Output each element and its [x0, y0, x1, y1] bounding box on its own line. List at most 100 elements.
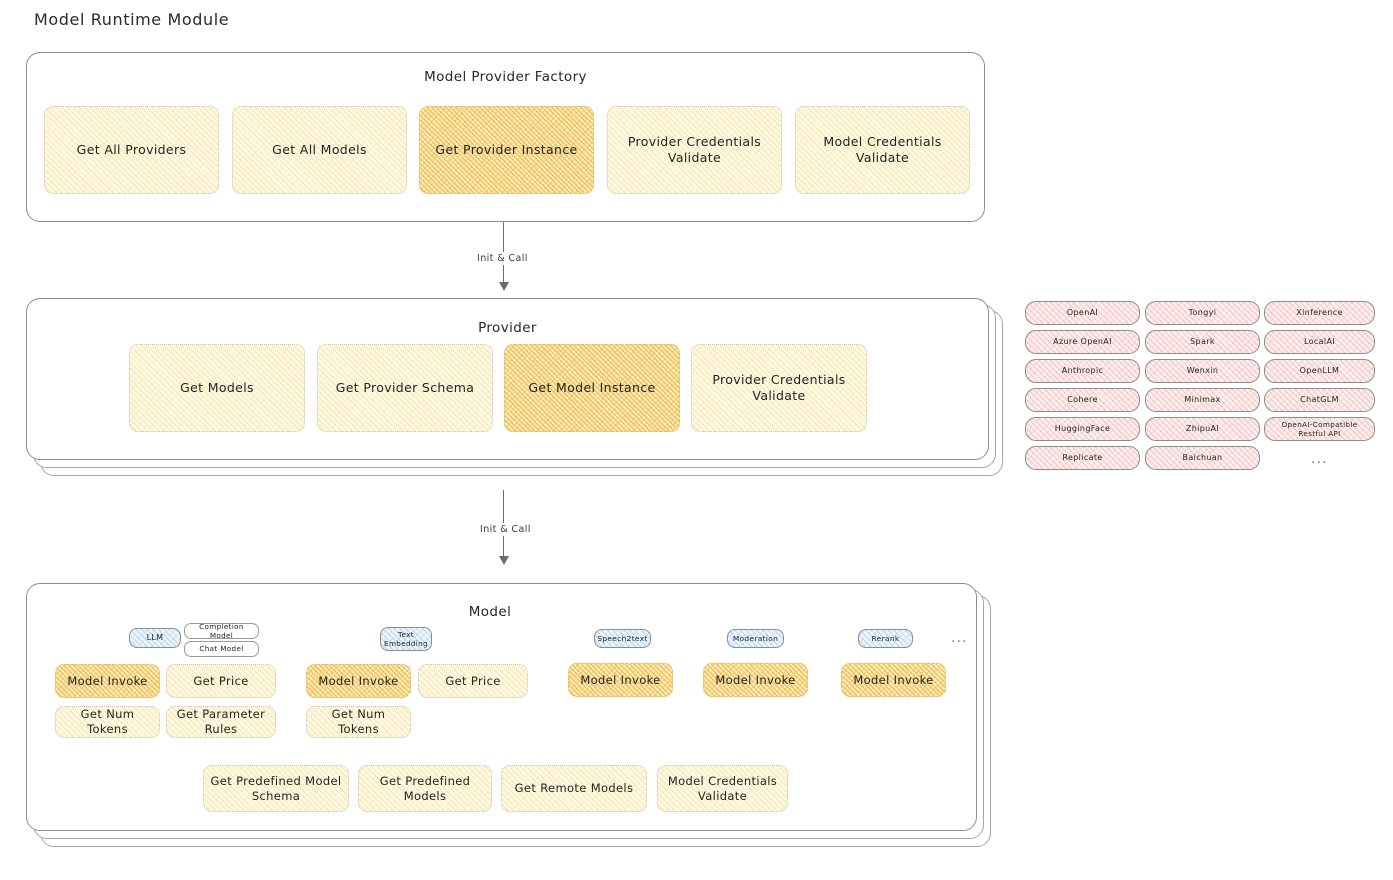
provider-node-get-model-instance[interactable]: Get Model Instance [504, 344, 680, 432]
provider-chip-label: HuggingFace [1054, 423, 1111, 433]
provider-chip-anthropic[interactable]: Anthropic [1025, 359, 1140, 383]
provider-chip-openai[interactable]: OpenAI [1025, 301, 1140, 325]
model-node-speech2text-model-invoke[interactable]: Model Invoke [568, 663, 673, 697]
provider-chip-label: OpenAI [1066, 307, 1099, 317]
factory-node-get-all-models[interactable]: Get All Models [232, 106, 407, 194]
model-node-text-embedding-get-num-tokens[interactable]: Get Num Tokens [306, 706, 411, 738]
model-type-badge-llm[interactable]: LLM [129, 628, 181, 648]
provider-node-label: Get Model Instance [528, 380, 656, 395]
model-node-llm-get-num-tokens[interactable]: Get Num Tokens [55, 706, 160, 738]
provider-chip-wenxin[interactable]: Wenxin [1145, 359, 1260, 383]
model-node-label: Model Invoke [67, 673, 148, 688]
model-type-badge-text-embedding[interactable]: Text Embedding [380, 627, 432, 651]
arrow-factory-to-provider-head [499, 282, 509, 291]
model-node-llm-model-invoke[interactable]: Model Invoke [55, 664, 160, 698]
model-node-label: Model Invoke [715, 672, 796, 687]
model-node-llm-get-price[interactable]: Get Price [166, 664, 276, 698]
provider-list-more-ellipsis: ... [1311, 452, 1328, 467]
arrow-provider-to-model-label: Init & Call [476, 523, 535, 536]
provider-chip-tongyi[interactable]: Tongyi [1145, 301, 1260, 325]
provider-chip-label: Replicate [1062, 452, 1103, 462]
provider-chip-baichuan[interactable]: Baichuan [1145, 446, 1260, 470]
model-type-badge-label: LLM [146, 632, 164, 642]
provider-chip-label: ZhipuAI [1185, 423, 1220, 433]
page-title: Model Runtime Module [34, 10, 230, 29]
model-node-label: Get Num Tokens [80, 707, 135, 736]
provider-node-label: Get Provider Schema [335, 380, 475, 395]
provider-chip-spark[interactable]: Spark [1145, 330, 1260, 354]
provider-chip-zhipuai[interactable]: ZhipuAI [1145, 417, 1260, 441]
provider-chip-label: Xinference [1296, 307, 1343, 317]
factory-node-get-all-providers[interactable]: Get All Providers [44, 106, 219, 194]
factory-node-label: Get Provider Instance [435, 142, 578, 157]
model-provider-factory-title: Model Provider Factory [424, 69, 587, 85]
factory-node-provider-credentials-validate[interactable]: Provider Credentials Validate [607, 106, 782, 194]
provider-chip-huggingface[interactable]: HuggingFace [1025, 417, 1140, 441]
provider-chip-label: Spark [1190, 336, 1215, 346]
provider-chip-azure-openai[interactable]: Azure OpenAI [1025, 330, 1140, 354]
model-node-label: Model Invoke [853, 672, 934, 687]
model-type-badge-label: Text Embedding [384, 629, 428, 648]
model-common-node-label: Get Remote Models [514, 781, 634, 796]
model-common-node-label: Get Predefined Model Schema [210, 773, 342, 803]
model-sub-badge-label: Completion Model [199, 621, 244, 640]
model-node-label: Get Price [445, 673, 501, 688]
provider-title: Provider [478, 320, 537, 336]
provider-chip-label: LocalAI [1303, 336, 1336, 346]
provider-chip-cohere[interactable]: Cohere [1025, 388, 1140, 412]
arrow-factory-to-provider-label: Init & Call [473, 252, 532, 265]
model-node-llm-get-parameter-rules[interactable]: Get Parameter Rules [166, 706, 276, 738]
model-common-node-get-remote-models[interactable]: Get Remote Models [501, 765, 647, 812]
model-node-label: Get Price [193, 673, 249, 688]
provider-node-label: Get Models [180, 380, 254, 395]
model-common-node-model-credentials-validate[interactable]: Model Credentials Validate [657, 765, 788, 812]
model-sub-badge-chat-model[interactable]: Chat Model [184, 641, 259, 657]
model-common-node-label: Model Credentials Validate [667, 773, 778, 803]
model-common-node-label: Get Predefined Models [379, 773, 471, 803]
provider-chip-label: Azure OpenAI [1053, 336, 1112, 346]
provider-node-provider-credentials-validate[interactable]: Provider Credentials Validate [691, 344, 867, 432]
model-groups-more-ellipsis: ... [951, 631, 968, 646]
model-title: Model [468, 604, 512, 620]
model-type-badge-moderation[interactable]: Moderation [727, 629, 784, 648]
provider-node-get-provider-schema[interactable]: Get Provider Schema [317, 344, 493, 432]
model-common-node-get-predefined-model-schema[interactable]: Get Predefined Model Schema [203, 765, 349, 812]
model-node-text-embedding-get-price[interactable]: Get Price [418, 664, 528, 698]
model-node-label: Model Invoke [318, 673, 399, 688]
provider-chip-label: Baichuan [1182, 452, 1223, 462]
provider-chip-replicate[interactable]: Replicate [1025, 446, 1140, 470]
provider-chip-openllm[interactable]: OpenLLM [1264, 359, 1375, 383]
model-type-badge-label: Moderation [732, 633, 779, 643]
model-node-label: Get Num Tokens [331, 707, 386, 736]
factory-node-model-credentials-validate[interactable]: Model Credentials Validate [795, 106, 970, 194]
provider-chip-openai-compatible-restful-api[interactable]: OpenAI-Compatible Restful API [1264, 417, 1375, 441]
model-sub-badge-label: Chat Model [199, 644, 244, 654]
model-type-badge-label: Rerank [871, 633, 900, 643]
model-type-badge-rerank[interactable]: Rerank [858, 629, 913, 648]
model-common-node-get-predefined-models[interactable]: Get Predefined Models [358, 765, 492, 812]
model-type-badge-speech2text[interactable]: Speech2text [594, 629, 651, 648]
provider-chip-label: Anthropic [1061, 365, 1104, 375]
provider-chip-xinference[interactable]: Xinference [1264, 301, 1375, 325]
provider-chip-label: ChatGLM [1300, 394, 1339, 404]
provider-chip-label: Wenxin [1186, 365, 1219, 375]
factory-node-label: Model Credentials Validate [823, 134, 942, 165]
factory-node-label: Get All Providers [76, 142, 187, 157]
provider-chip-label: OpenAI-Compatible Restful API [1281, 419, 1358, 438]
factory-node-get-provider-instance[interactable]: Get Provider Instance [419, 106, 594, 194]
arrow-provider-to-model-head [499, 556, 509, 565]
model-node-moderation-model-invoke[interactable]: Model Invoke [703, 663, 808, 697]
model-node-text-embedding-model-invoke[interactable]: Model Invoke [306, 664, 411, 698]
provider-chip-localai[interactable]: LocalAI [1264, 330, 1375, 354]
provider-chip-chatglm[interactable]: ChatGLM [1264, 388, 1375, 412]
provider-chip-label: Minimax [1184, 394, 1221, 404]
model-sub-badge-completion-model[interactable]: Completion Model [184, 621, 259, 640]
model-node-label: Model Invoke [580, 672, 661, 687]
model-node-rerank-model-invoke[interactable]: Model Invoke [841, 663, 946, 697]
factory-node-label: Provider Credentials Validate [627, 134, 762, 165]
provider-chip-minimax[interactable]: Minimax [1145, 388, 1260, 412]
provider-chip-label: Tongyi [1188, 307, 1217, 317]
model-type-badge-label: Speech2text [597, 633, 648, 643]
provider-chip-label: OpenLLM [1299, 365, 1340, 375]
provider-node-get-models[interactable]: Get Models [129, 344, 305, 432]
